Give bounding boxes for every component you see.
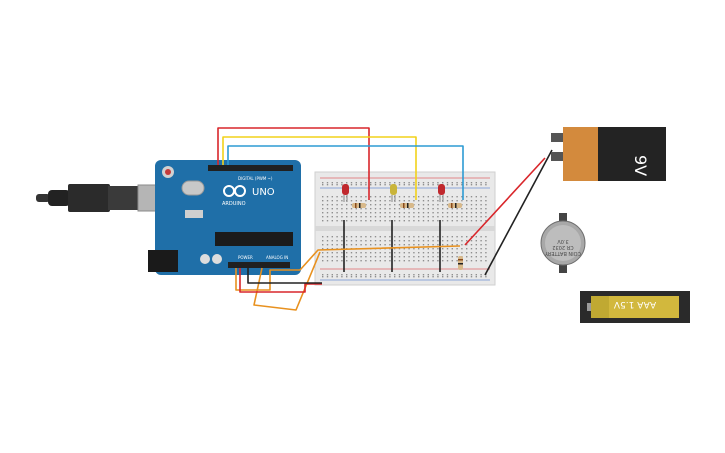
resistor-1[interactable]	[352, 203, 366, 208]
breadboard[interactable]	[314, 171, 496, 286]
orange-wire-loop[interactable]	[299, 245, 461, 271]
arduino-model-label: UNO	[252, 187, 275, 198]
red-wire-bottom[interactable]	[239, 268, 322, 293]
resistor-2[interactable]	[400, 203, 414, 208]
yellow-wire-top[interactable]	[222, 136, 417, 200]
resistor-4[interactable]	[458, 256, 463, 270]
aaa-battery[interactable]: AAA 1.5V	[580, 291, 690, 323]
breadboard-holes[interactable]	[322, 182, 487, 278]
blue-wire-top[interactable]	[227, 145, 464, 200]
battery-9v[interactable]: 9V	[551, 127, 666, 181]
arduino-uno-board[interactable]: UNO ARDUINO DIGITAL (PWM ~) POWER ANALOG…	[148, 160, 301, 275]
usb-cable[interactable]	[36, 184, 169, 212]
coin-battery-label-1: COIN BATTERY	[544, 250, 581, 256]
red-led-2[interactable]	[438, 184, 445, 202]
arduino-brand-label: ARDUINO	[222, 201, 246, 207]
yellow-led[interactable]	[390, 184, 397, 202]
digital-header[interactable]	[208, 165, 293, 171]
aaa-battery-label: AAA 1.5V	[613, 299, 656, 309]
red-wire-9v[interactable]	[464, 157, 546, 246]
orange-wire[interactable]	[235, 268, 300, 291]
coin-battery-label-3: 3.0V	[557, 238, 569, 244]
battery-9v-label: 9V	[631, 155, 650, 176]
power-analog-header[interactable]	[228, 262, 290, 268]
resistor-3[interactable]	[448, 203, 462, 208]
arduino-logo-icon	[223, 185, 246, 197]
power-pins-label: POWER	[238, 255, 253, 260]
microcontroller-chip	[215, 232, 293, 246]
orange-wire-bottom[interactable]	[253, 251, 321, 311]
analog-pins-label: ANALOG IN	[266, 255, 288, 260]
coin-battery[interactable]: COIN BATTERY CR 2032 3.0V	[540, 213, 586, 273]
red-wire-top[interactable]	[217, 127, 370, 200]
black-wire-9v[interactable]	[484, 149, 553, 276]
coin-battery-label-2: CR 2032	[552, 244, 573, 250]
digital-pins-label: DIGITAL (PWM ~)	[238, 176, 273, 181]
black-wire-bottom[interactable]	[247, 268, 322, 284]
red-led[interactable]	[342, 184, 349, 202]
